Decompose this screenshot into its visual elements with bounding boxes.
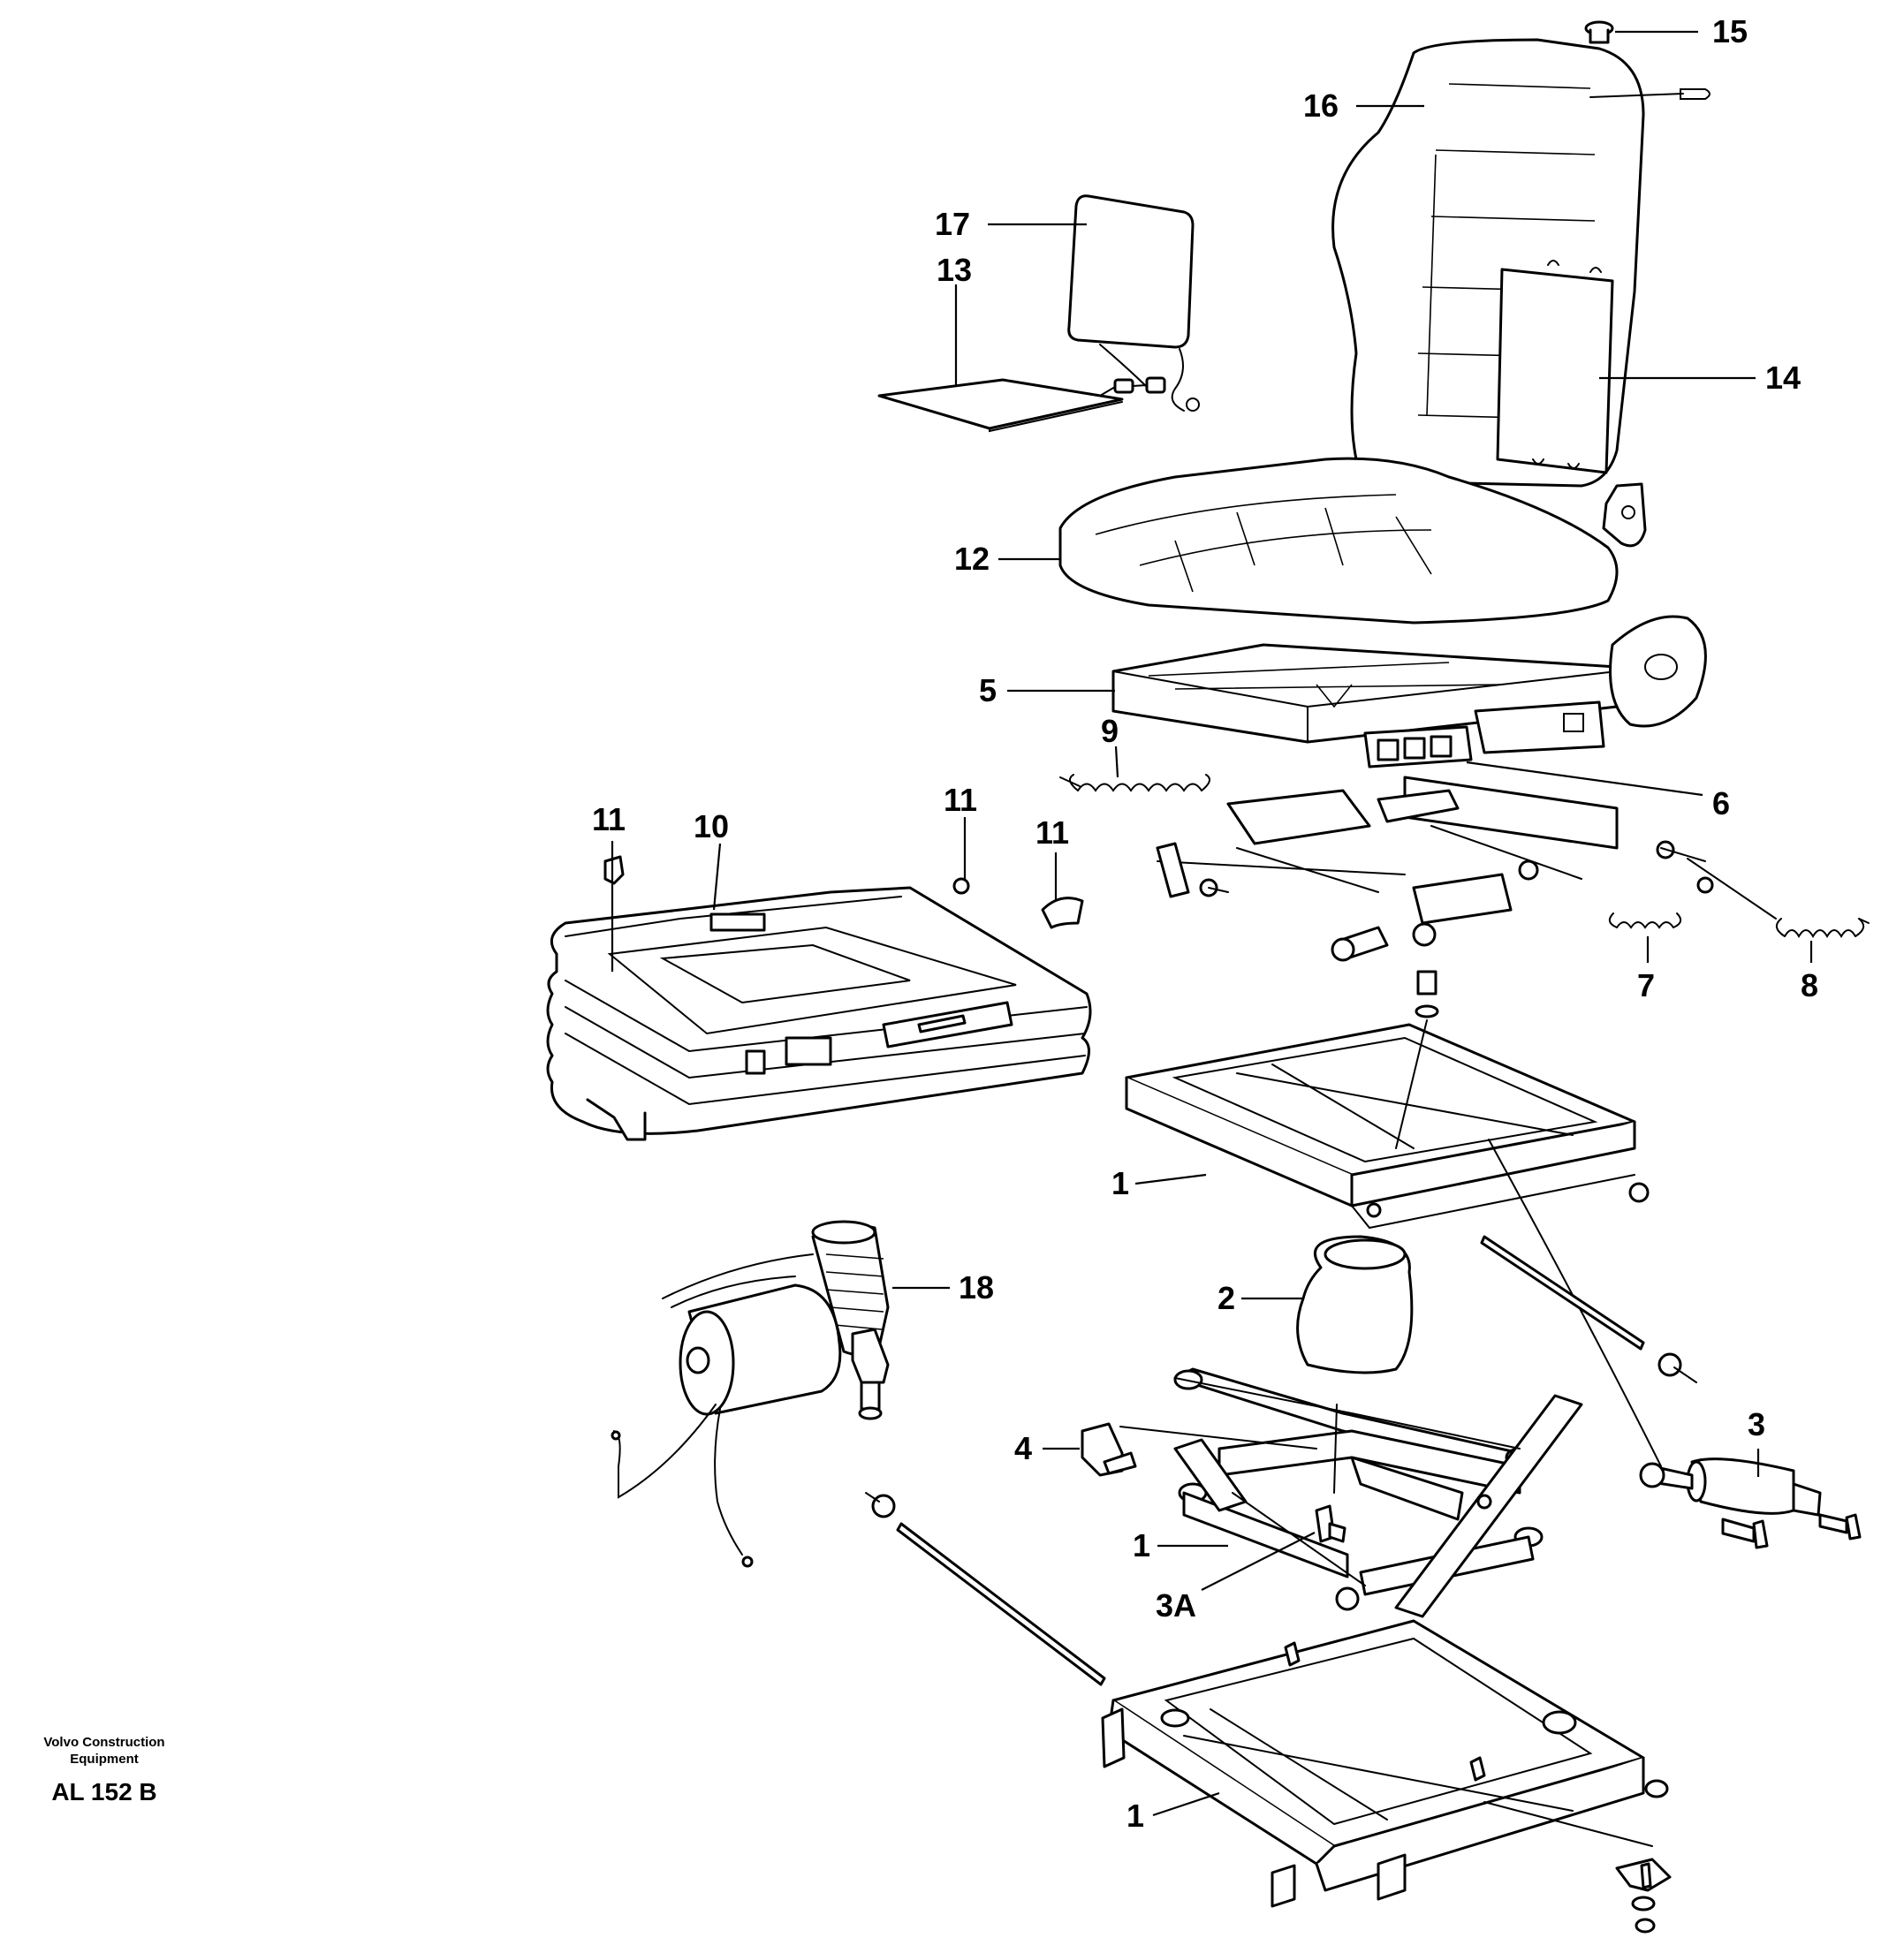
part-11-clip-c [1041,897,1084,929]
part-13-heating-pad [877,376,1166,433]
part-18-compressor [611,1220,890,1568]
callout-5: 5 [979,672,997,708]
callout-3: 3 [1748,1406,1765,1442]
callout-10: 10 [694,808,729,844]
callout-7: 7 [1637,967,1655,1003]
part-1-upper-frame [1125,970,1662,1467]
part-1-base-frame [1101,1619,1672,1934]
part-12-seat-cushion [1058,457,1619,625]
part-8-spring [1687,858,1870,939]
callout-6: 6 [1712,785,1730,821]
part-7-spring [1608,912,1682,929]
callout-4: 4 [1014,1430,1032,1466]
callout-labels: 15 16 17 13 14 12 5 6 9 11 10 11 11 7 8 … [592,13,1818,1834]
callout-16: 16 [1303,87,1339,124]
callout-11b: 11 [944,782,977,818]
leader-lines [611,30,1813,1817]
part-16-backrest [1331,38,1711,548]
callout-8: 8 [1801,967,1818,1003]
part-10-bellows [546,886,1092,1141]
part-3-shock-absorber [1639,1457,1862,1549]
callout-15: 15 [1712,13,1748,49]
callout-12: 12 [954,541,990,577]
callout-1a: 1 [1111,1165,1129,1201]
callout-18: 18 [959,1269,994,1306]
callout-11c: 11 [1035,814,1069,851]
part-17-heating-pad [1067,194,1200,412]
drawing-number: AL 152 B [51,1778,156,1806]
part-9-spring [1059,774,1210,792]
company-name-line2: Equipment [70,1752,139,1767]
callout-14: 14 [1765,360,1801,396]
callout-3a: 3A [1156,1587,1196,1624]
part-11-clip-b [952,877,970,895]
part-15-knob [1584,20,1614,44]
callout-1c: 1 [1126,1798,1144,1834]
callout-2: 2 [1217,1280,1235,1316]
company-name-line1: Volvo Construction [43,1735,164,1750]
callout-11a: 11 [592,801,626,837]
seat-slide-mechanism [1156,776,1714,962]
title-block: Volvo Construction Equipment AL 152 B [43,1735,164,1806]
guide-rods [865,1235,1697,1686]
callout-13: 13 [937,252,972,288]
part-4-valve [1081,1422,1317,1477]
part-11-clip-a [603,855,625,885]
part-2-air-spring [1296,1235,1414,1374]
callout-17: 17 [935,206,970,242]
part-1-scissor-frame [1173,1367,1583,1618]
callout-1b: 1 [1133,1527,1150,1563]
callout-9: 9 [1101,713,1119,749]
part-5-seat-pan [1111,615,1707,768]
